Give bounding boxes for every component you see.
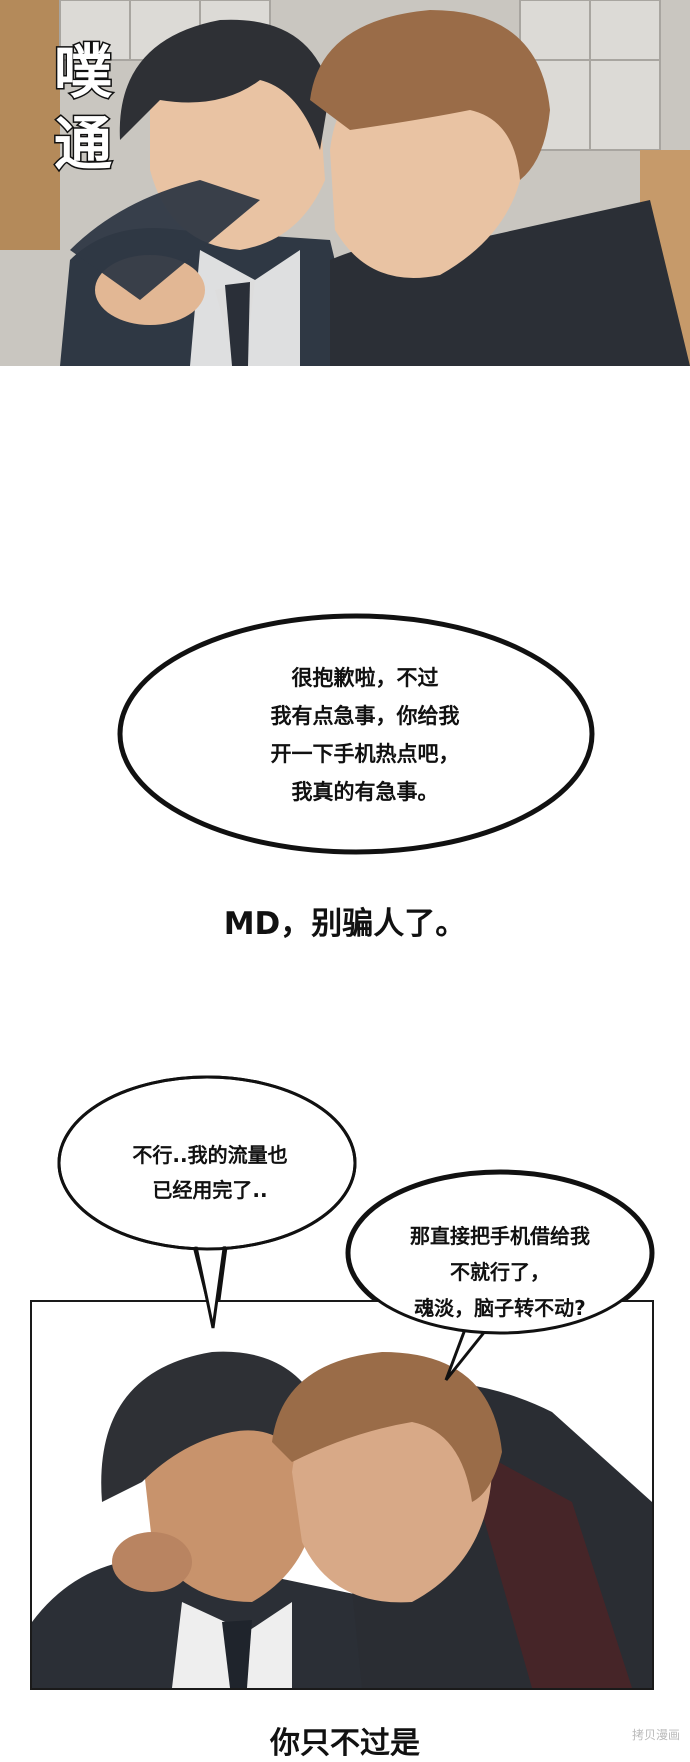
hair-left <box>119 19 330 150</box>
panel-top-art <box>0 0 690 366</box>
hair-right <box>310 10 550 180</box>
comic-panel-bottom <box>30 1300 654 1690</box>
panel-bottom-art <box>32 1302 652 1688</box>
bubble-2-text: 不行..我的流量也 已经用完了.. <box>132 1143 288 1202</box>
sound-effect: 噗 通 <box>52 37 113 180</box>
watermark-text: 拷贝漫画 <box>631 1728 680 1742</box>
hair-left-bottom <box>101 1351 322 1502</box>
comic-panel-top: 噗 通 <box>0 0 690 366</box>
hair-right-bottom <box>272 1352 502 1502</box>
speech-bubble-1 <box>117 613 595 855</box>
wood-wall <box>0 0 60 250</box>
narration-text: MD，别骗人了。 <box>223 906 467 942</box>
bottom-caption-text: 你只不过是 <box>270 1726 420 1761</box>
bubble-1-text: 很抱歉啦，不过 我有点急事，你给我 开一下手机热点吧， 我真的有急事。 <box>270 666 460 804</box>
bubble-3-text: 那直接把手机借给我 不就行了， 魂淡，脑子转不动? <box>410 1224 590 1320</box>
